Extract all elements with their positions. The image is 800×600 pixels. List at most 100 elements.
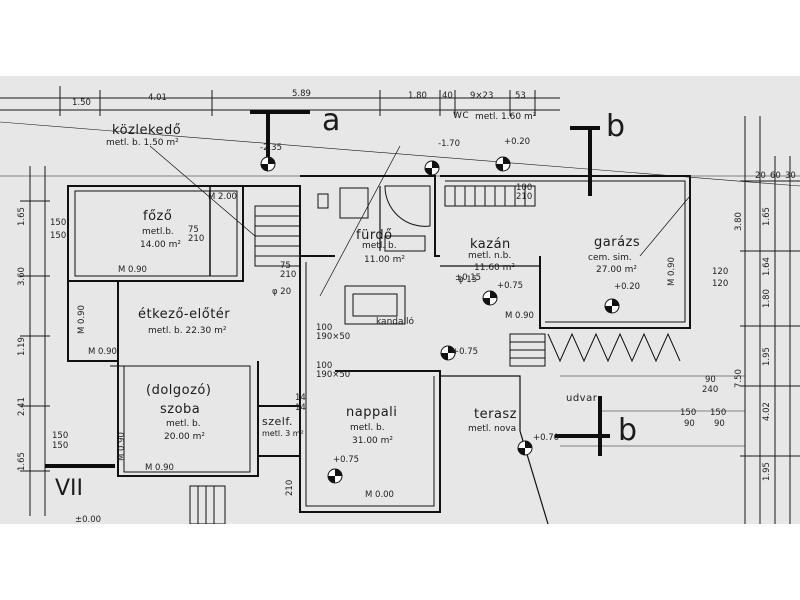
room-meta-garazs: cem. sim. — [588, 253, 632, 263]
room-name-etkezo: étkező-előtér — [138, 307, 231, 322]
room-meta-fozo: metl.b. — [142, 227, 174, 237]
opening-w2: 100 190×50 — [316, 361, 351, 380]
dim-top-5: 40 — [442, 91, 453, 101]
level-marker-fills — [261, 157, 619, 483]
opening-d7: M 0.90 — [77, 305, 87, 334]
level-5: +0.20 — [614, 282, 641, 292]
dim-right-1: 3.80 — [734, 212, 744, 231]
room-name-kazan: kazán — [470, 237, 511, 252]
dim-top-6: 9×23 — [470, 91, 494, 101]
dim-right-15: 150 — [710, 408, 727, 418]
room-name-dolgozo-2: szoba — [160, 402, 201, 417]
dim-left-4: 2.41 — [17, 397, 27, 416]
level-1: -2.35 — [260, 143, 282, 153]
dim-left-5: 1.65 — [17, 452, 27, 471]
dim-left-6: 150 — [50, 218, 67, 228]
room-name-nappali: nappali — [346, 405, 398, 420]
section-mark-b-bottom: b — [618, 413, 638, 448]
level-4: +0.75 — [497, 281, 524, 291]
room-area-wc: metl. 1.60 m² — [475, 112, 537, 122]
level-8: +0.70 — [533, 433, 560, 443]
section-mark-b-top: b — [606, 109, 626, 144]
level-2: -1.70 — [438, 139, 460, 149]
dim-right-19: 30 — [785, 171, 796, 181]
room-name-fozo: főző — [143, 209, 173, 224]
room-name-dolgozo: (dolgozó) — [146, 383, 212, 398]
opening-w1: 100 190×50 — [316, 323, 351, 342]
room-meta-dolgozo: metl. b. — [166, 419, 201, 429]
section-markers — [45, 110, 610, 468]
level-7: +0.75 — [333, 455, 360, 465]
terrace-railing — [547, 332, 681, 363]
room-area-kazan: 11.60 m² — [474, 263, 516, 273]
opening-w6: φ 20 — [272, 287, 292, 297]
dim-right-13: 150 — [680, 408, 697, 418]
dim-right-8: 1.95 — [762, 462, 772, 481]
level-10: ±0.15 — [455, 273, 482, 283]
dim-right-4: 1.80 — [762, 289, 772, 308]
dim-top-2: 4.01 — [148, 93, 167, 103]
dim-top-1: 1.50 — [72, 98, 91, 108]
opening-d3: M 0.90 — [88, 347, 117, 357]
dim-left-7: 150 — [50, 231, 67, 241]
room-meta-kazan: metl. n.b. — [468, 251, 512, 261]
room-name-kozlekedo: közlekedő — [112, 123, 182, 138]
dim-left-1: 1.65 — [17, 207, 27, 226]
room-meta-nappali: metl. b. — [350, 423, 385, 433]
dim-right-9: 120 — [712, 267, 729, 277]
opening-w5: 100 210 — [516, 183, 533, 202]
dim-top-4: 1.80 — [408, 91, 427, 101]
dim-top-3: 5.89 — [292, 89, 311, 99]
dim-right-17: 20 — [755, 171, 766, 181]
dim-right-2: 1.65 — [762, 207, 772, 226]
area-name-udvar: udvar — [566, 393, 598, 404]
opening-d4: M 0.90 — [145, 463, 174, 473]
dim-right-11: 90 — [705, 375, 716, 385]
room-area-etkezo: metl. b. 22.30 m² — [148, 326, 227, 336]
opening-d1: M 2.00 — [208, 192, 237, 202]
room-area-furdo: 11.00 m² — [364, 255, 406, 265]
fireplace-label: kandalló — [376, 317, 415, 327]
dim-right-14: 90 — [684, 419, 695, 429]
dim-left-8: 150 — [52, 431, 69, 441]
opening-w4: 75 210 — [280, 261, 297, 280]
room-area-dolgozo: 20.00 m² — [164, 432, 206, 442]
dim-right-3: 1.64 — [762, 257, 772, 276]
opening-d2: M 0.90 — [118, 265, 147, 275]
stairs — [189, 185, 546, 524]
opening-d6: M 0.00 — [365, 490, 394, 500]
dim-left-2: 3.60 — [17, 267, 27, 286]
dim-right-10: 120 — [712, 279, 729, 289]
dim-right-7: 4.02 — [762, 402, 772, 421]
opening-w10: 210 — [285, 479, 295, 496]
dim-right-6: 7.50 — [734, 369, 744, 388]
floor-plan-drawing — [0, 86, 800, 524]
section-mark-a: a — [322, 103, 341, 138]
opening-w8: 14 — [295, 393, 306, 403]
room-area-fozo: 14.00 m² — [140, 240, 182, 250]
opening-d9: M 0.90 — [667, 257, 677, 286]
dim-left-9: 150 — [52, 441, 69, 451]
room-name-furdo: fürdő — [356, 228, 393, 243]
room-area-nappali: 31.00 m² — [352, 436, 394, 446]
opening-w9: 14 — [295, 403, 306, 413]
bathroom-fixtures — [317, 185, 431, 252]
level-6: +0.75 — [452, 347, 479, 357]
room-area-kozlekedo: metl. b. 1.50 m² — [106, 138, 179, 148]
dim-top-7: 53 — [515, 91, 526, 101]
room-name-szelf: szelf. — [262, 415, 293, 428]
room-name-terasz: terasz — [474, 407, 518, 422]
room-name-wc: WC — [453, 111, 470, 121]
dim-right-5: 1.95 — [762, 347, 772, 366]
opening-d8: M 0.90 — [117, 432, 127, 461]
level-9: ±0.00 — [75, 515, 102, 524]
dim-right-12: 240 — [702, 385, 719, 395]
opening-w7: φ 15 — [458, 275, 478, 285]
room-area-terasz: metl. nova — [468, 424, 517, 434]
room-meta-furdo: metl. b. — [362, 241, 397, 251]
opening-d5: M 0.90 — [505, 311, 534, 321]
floor-plan-sheet: közlekedő metl. b. 1.50 m² főző metl.b. … — [0, 76, 800, 524]
dim-left-3: 1.19 — [17, 337, 27, 356]
room-name-garazs: garázs — [594, 235, 641, 250]
roman-section-vii: VII — [55, 476, 84, 501]
